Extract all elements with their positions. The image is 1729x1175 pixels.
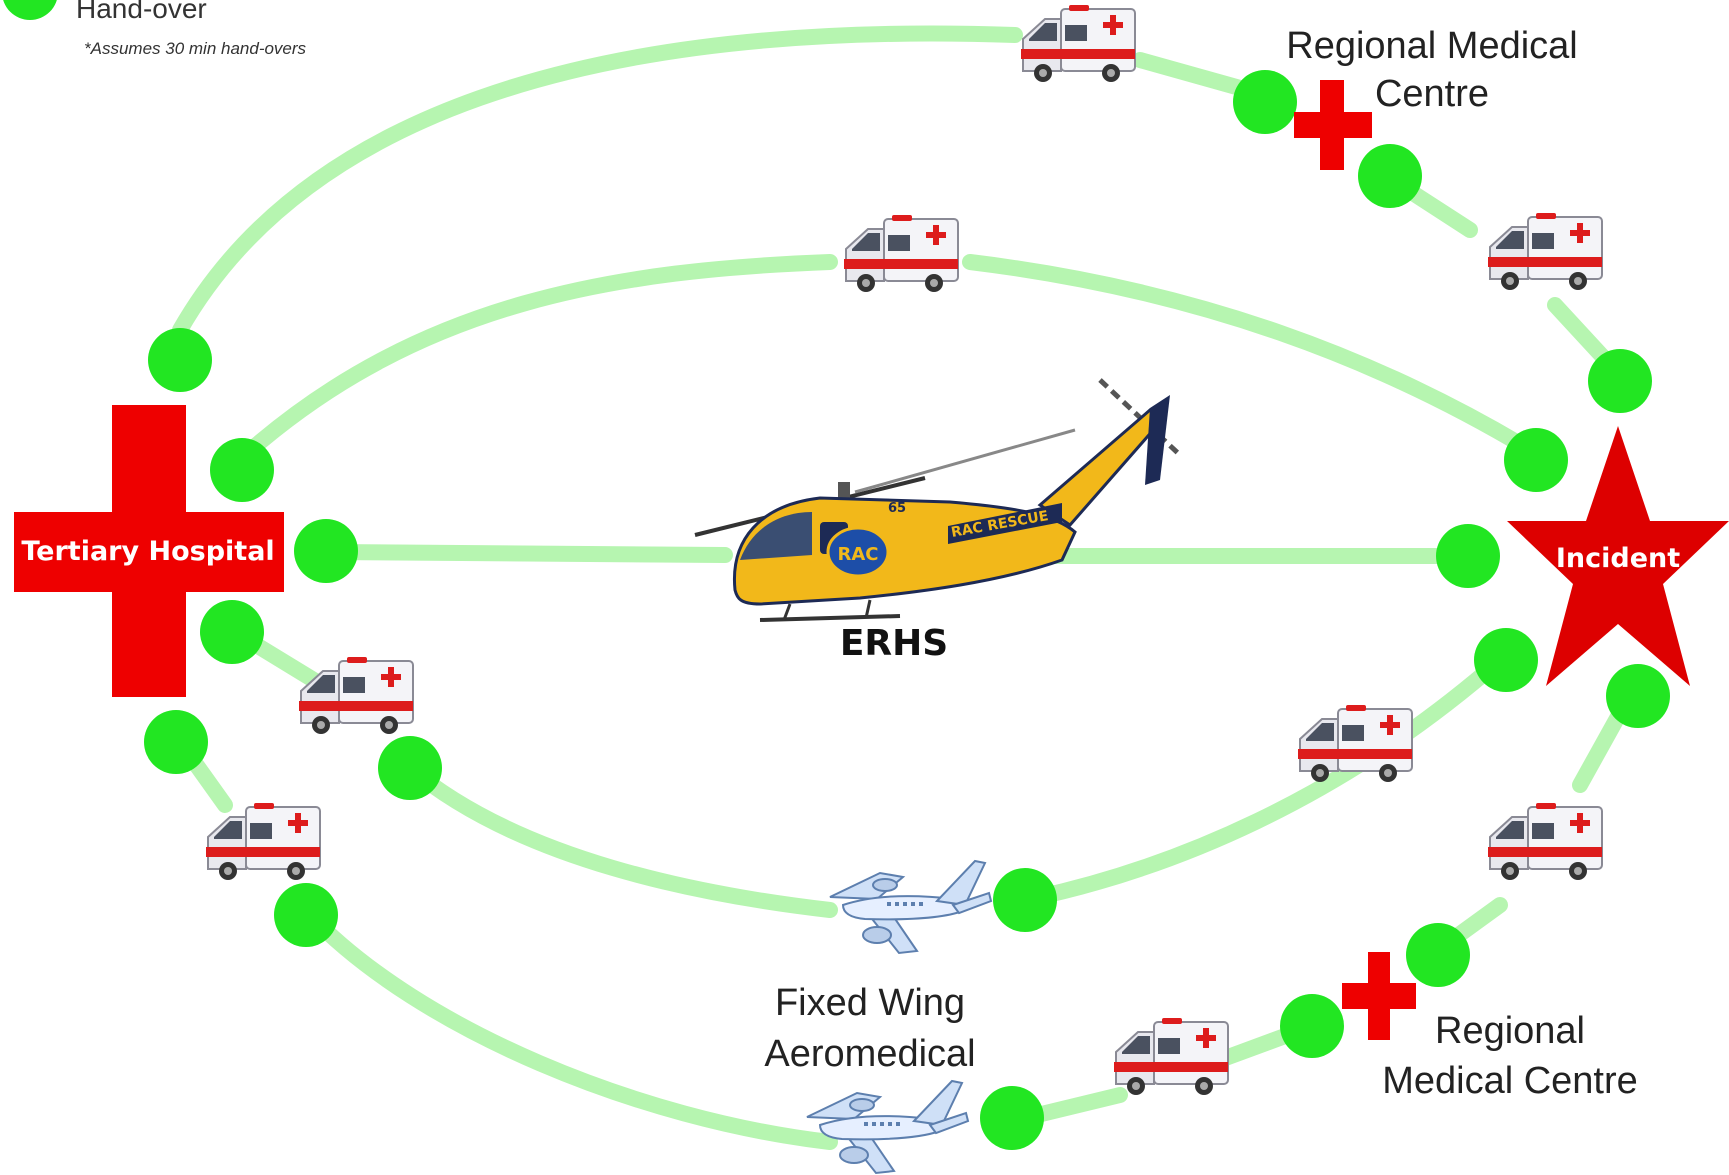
ambulance-icon xyxy=(1020,4,1136,83)
legend-handover-dot xyxy=(3,0,57,20)
handover-dot xyxy=(378,736,442,800)
plane-icon xyxy=(829,860,992,954)
route-upper-arc xyxy=(237,254,1538,463)
handover-dot xyxy=(993,868,1057,932)
handover-dot xyxy=(274,883,338,947)
route-lower-arc-right xyxy=(1017,652,1508,908)
ambulance-icon xyxy=(1487,212,1603,291)
regional-medical-centre-bottom-cross xyxy=(1342,952,1416,1040)
plane-icon xyxy=(806,1080,969,1174)
handover-dot xyxy=(144,710,208,774)
incident-star xyxy=(1507,426,1729,686)
tertiary-hospital-cross xyxy=(14,405,284,697)
handover-dot xyxy=(1504,428,1568,492)
ambulance-icon xyxy=(298,656,414,735)
ambulance-icon xyxy=(843,214,959,293)
legend-note: *Assumes 30 min hand-overs xyxy=(84,39,307,58)
handover-dot xyxy=(294,519,358,583)
legend-label: Hand-over xyxy=(76,0,207,24)
regional-top-label-line2: Centre xyxy=(1375,73,1489,115)
ambulance-icon xyxy=(1113,1017,1229,1096)
handover-dot xyxy=(1233,70,1297,134)
handover-dot xyxy=(210,438,274,502)
handover-dot xyxy=(1358,144,1422,208)
handover-dot xyxy=(148,328,212,392)
ambulance-icon xyxy=(205,802,321,881)
helicopter-icon xyxy=(694,378,1182,622)
handover-dot xyxy=(200,600,264,664)
handover-dot xyxy=(980,1086,1044,1150)
ambulance-icon xyxy=(1297,704,1413,783)
route-top-outer xyxy=(172,25,1023,338)
fixed-wing-label-line1: Fixed Wing xyxy=(775,982,965,1024)
incident-label: Incident xyxy=(1556,543,1680,574)
regional-bottom-label-line2: Medical Centre xyxy=(1382,1060,1638,1102)
handover-dot xyxy=(1588,349,1652,413)
regional-medical-centre-top-cross xyxy=(1294,80,1372,170)
regional-top-label-line1: Regional Medical xyxy=(1286,25,1578,67)
route-bottom-outer-left xyxy=(302,907,838,1150)
handover-dot xyxy=(1436,524,1500,588)
route-helicopter-left xyxy=(322,544,733,563)
handover-dots xyxy=(3,0,1670,1150)
ambulance-icon xyxy=(1487,802,1603,881)
handover-dot xyxy=(1606,664,1670,728)
handover-dot xyxy=(1280,994,1344,1058)
helicopter-logo-text: RAC xyxy=(837,544,878,565)
tertiary-hospital-label: Tertiary Hospital xyxy=(21,536,274,567)
regional-bottom-label-line1: Regional xyxy=(1435,1010,1585,1052)
handover-dot xyxy=(1406,923,1470,987)
fixed-wing-label-line2: Aeromedical xyxy=(764,1033,975,1075)
route-lower-arc-left xyxy=(402,760,838,918)
helicopter-tail-number: 65 xyxy=(888,501,906,516)
handover-dot xyxy=(1474,628,1538,692)
helicopter-label: ERHS xyxy=(840,623,948,664)
